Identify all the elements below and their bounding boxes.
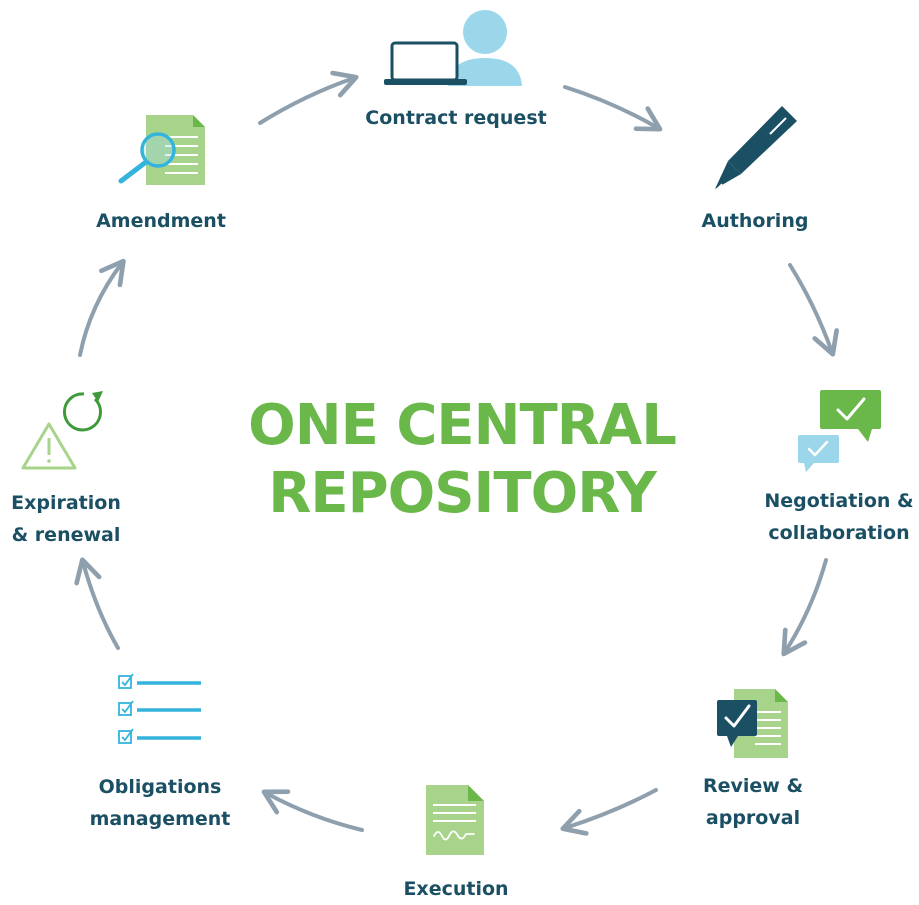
arrow-expiration-to-amendment: [78, 258, 126, 357]
checklist-icon: [118, 673, 201, 744]
arrow-negotiation-to-review: [781, 558, 828, 657]
stage-label-expiration: Expiration & renewal: [11, 487, 121, 551]
stage-label-obligations: Obligations management: [90, 771, 231, 835]
negotiation-line-1: Negotiation &: [764, 490, 914, 512]
signed-document-icon: [426, 785, 484, 855]
review-line-1: Review &: [702, 775, 804, 797]
stage-label-review: Review & approval: [703, 770, 803, 834]
stage-label-authoring: Authoring: [701, 210, 809, 232]
arrow-execution-to-obligations: [261, 789, 364, 832]
title-line-1: ONE CENTRAL: [248, 393, 677, 458]
obligations-line-1: Obligations: [98, 776, 222, 798]
document-search-icon: [118, 115, 205, 185]
laptop-user-icon: [384, 10, 522, 86]
document-check-icon: [717, 689, 788, 758]
stage-label-execution: Execution: [403, 878, 509, 900]
arrow-review-to-execution: [560, 788, 658, 836]
stage-label-negotiation: Negotiation & collaboration: [764, 485, 913, 549]
pen-icon: [715, 106, 797, 191]
arrow-obligations-to-expiration: [74, 557, 120, 650]
arrow-request-to-authoring: [563, 85, 663, 132]
negotiation-line-2: collaboration: [768, 522, 910, 544]
arrow-authoring-to-negotiation: [788, 263, 839, 357]
central-repository-title: ONE CENTRAL REPOSITORY: [248, 392, 677, 528]
expiration-line-2: & renewal: [11, 524, 121, 546]
review-line-2: approval: [705, 807, 801, 829]
chat-check-icon: [798, 390, 881, 472]
stage-label-contract-request: Contract request: [365, 107, 547, 129]
expiration-line-1: Expiration: [11, 492, 121, 514]
title-line-2: REPOSITORY: [268, 461, 657, 526]
stage-label-amendment: Amendment: [96, 210, 226, 232]
obligations-line-2: management: [89, 808, 231, 830]
warning-renew-icon: [21, 391, 103, 470]
arrow-amendment-to-request: [258, 70, 359, 125]
